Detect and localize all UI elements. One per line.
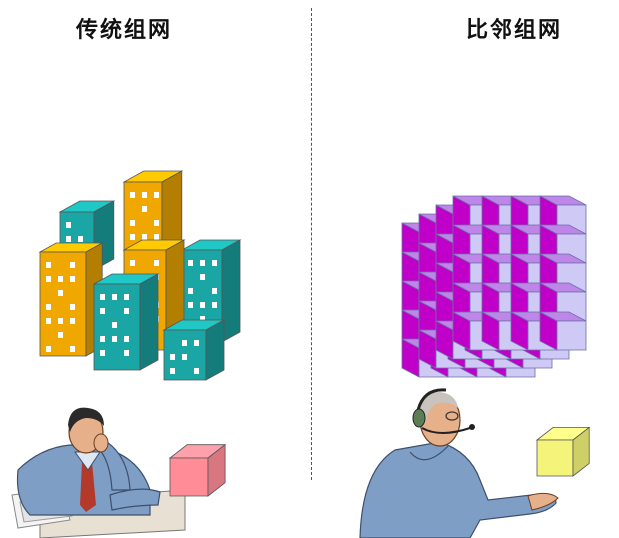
yellow-cube-icon: [535, 426, 591, 477]
tired-worker-icon: [11, 407, 186, 538]
headset-worker-icon: [359, 388, 559, 538]
city-buildings-icon: [38, 170, 242, 381]
panel-divider: [311, 8, 312, 480]
pink-cube-icon: [168, 443, 227, 497]
title-neighbor-network: 比邻组网: [466, 18, 563, 43]
cube-grid-icon: [401, 195, 587, 378]
title-traditional-network: 传统组网: [76, 18, 173, 43]
